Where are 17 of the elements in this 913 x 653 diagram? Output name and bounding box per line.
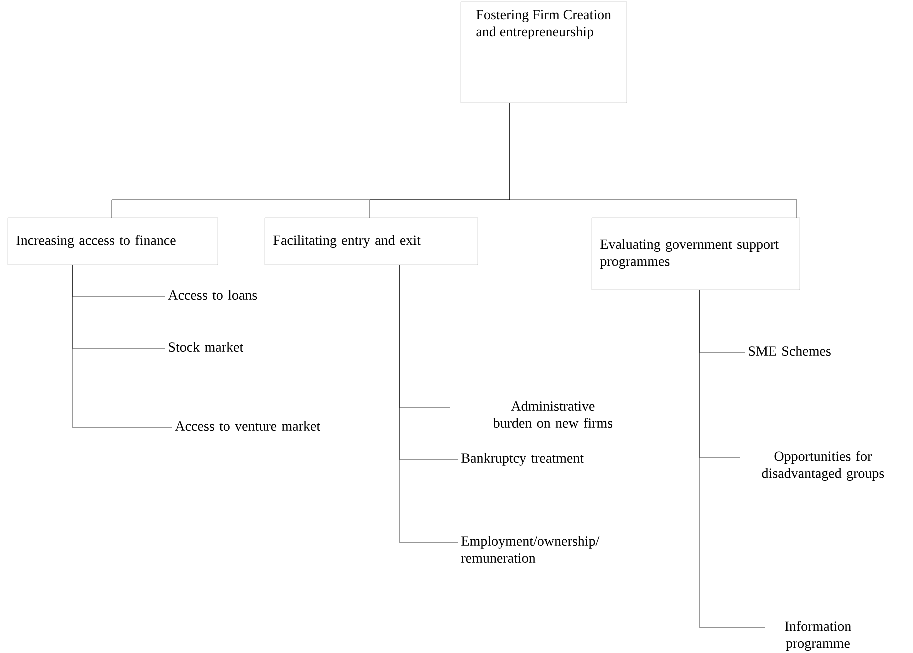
item-text: Access to venture market xyxy=(175,421,321,432)
item-text: Stock market xyxy=(169,342,244,352)
title-box: Fostering Firm Creation and entrepreneurship xyxy=(461,2,628,104)
connector-line xyxy=(510,103,798,218)
item-text: Access to loans xyxy=(168,290,258,300)
category-box: Facilitating entry and exit xyxy=(265,218,478,266)
category-box: Evaluating government support programmes xyxy=(592,218,800,290)
item-text: Bankruptcy treatment xyxy=(462,453,584,466)
category-box: Increasing access to finance xyxy=(8,218,218,266)
connector-line xyxy=(400,265,458,544)
item-text: Administrative burden on new firms xyxy=(493,401,613,428)
connector-line xyxy=(700,290,766,628)
item-text: SME Schemes xyxy=(749,346,831,356)
item-text: Employment/ownership/ remuneration xyxy=(462,536,600,564)
connector-line xyxy=(72,265,172,428)
item-text: Information programme xyxy=(785,621,852,652)
item-text: Opportunities for disadvantaged groups xyxy=(762,451,884,482)
